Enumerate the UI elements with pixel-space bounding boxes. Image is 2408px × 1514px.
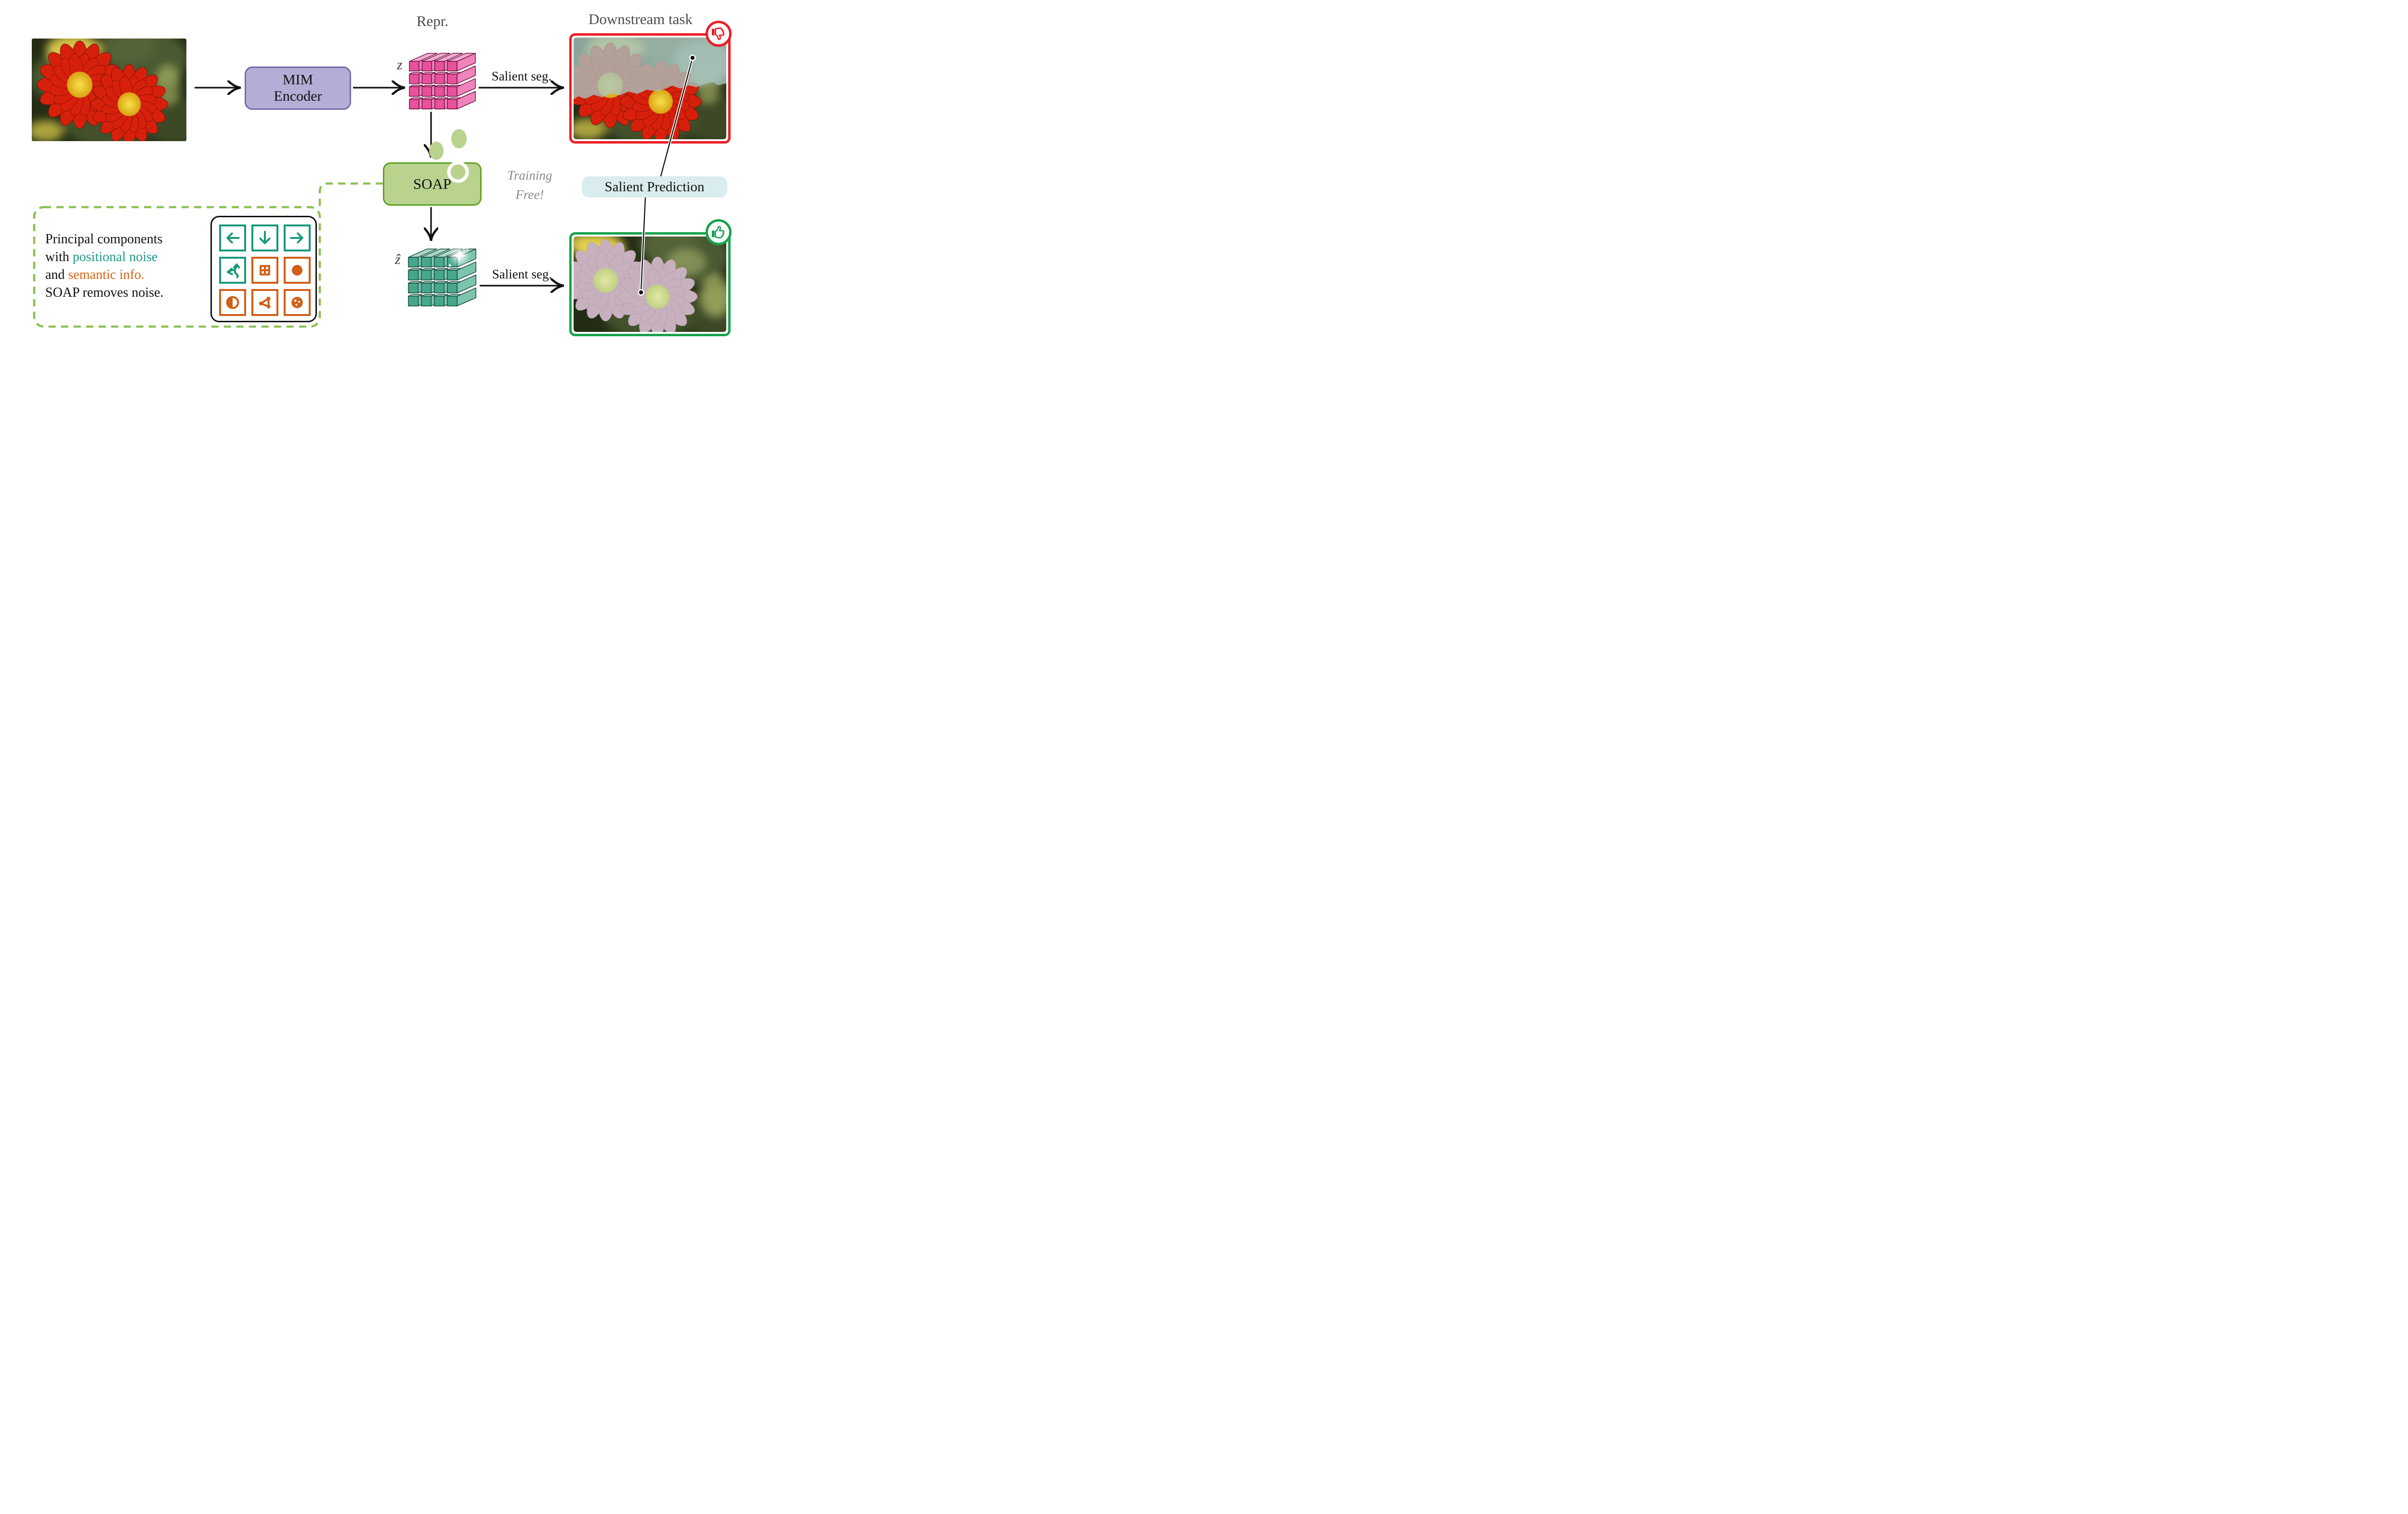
grid-icon-cell	[251, 257, 278, 284]
grid-icon	[260, 265, 270, 276]
thumbs-down-icon	[706, 21, 732, 47]
route-arrow-icon-cell	[219, 257, 246, 284]
good-result-photo	[574, 237, 726, 332]
arrow-down-icon-cell	[251, 224, 278, 251]
note-line: and semantic info.	[45, 266, 209, 284]
note-line: SOAP removes noise.	[45, 284, 209, 302]
graph-triangle-icon	[259, 296, 271, 309]
salient-prediction-pill: Salient Prediction	[582, 176, 727, 197]
arrow-right-icon	[290, 232, 303, 244]
note-segment: and	[45, 267, 68, 282]
principal-components-icon-grid	[210, 216, 317, 322]
soap-label: SOAP	[413, 175, 452, 193]
note-segment: semantic info.	[68, 267, 145, 282]
bad-result-photo	[574, 38, 726, 139]
arrow-left-icon-cell	[219, 224, 246, 251]
salient-seg-label-bottom: Salient seg.	[492, 267, 552, 281]
training-free-line2: Free!	[515, 187, 544, 202]
input-flowers-image	[32, 39, 186, 141]
contrast-icon-cell	[219, 289, 246, 316]
salient-seg-label-top: Salient seg.	[491, 69, 552, 83]
figure-canvas: MIM Encoder Repr. z Salient seg. Downstr…	[0, 0, 740, 343]
dashed-connector	[318, 182, 383, 207]
soap-box: SOAP	[383, 162, 482, 206]
note-line: Principal components	[45, 230, 209, 248]
good-result-frame	[569, 232, 731, 336]
arrow-down-icon	[259, 231, 271, 244]
filled-circle-icon-cell	[284, 257, 311, 284]
note-segment: positional noise	[72, 250, 158, 264]
cookie-icon	[291, 297, 303, 308]
contrast-icon	[226, 296, 239, 309]
mim-encoder-label-line1: MIM	[282, 71, 314, 88]
mim-encoder-label-line2: Encoder	[274, 88, 322, 104]
arrow-right-icon-cell	[284, 224, 311, 251]
salient-prediction-label: Salient Prediction	[604, 179, 705, 195]
bad-segmentation-image	[574, 38, 726, 139]
bad-result-frame	[569, 33, 731, 144]
downstream-task-label: Downstream task	[588, 11, 693, 27]
note-segment: with	[45, 250, 73, 264]
cookie-icon-cell	[284, 289, 311, 316]
input-photo	[32, 39, 186, 141]
thumbs-up-icon	[706, 219, 732, 245]
good-segmentation-image	[574, 237, 726, 332]
representation-z-cube	[409, 53, 476, 110]
z-hat-label: ẑ	[395, 251, 401, 267]
note-line: with positional noise	[45, 248, 209, 266]
route-arrow-icon	[226, 263, 240, 278]
training-free-line1: Training	[507, 168, 552, 183]
note-segment: SOAP removes noise.	[45, 285, 164, 300]
bubble-icon	[451, 129, 467, 148]
z-label: z	[397, 57, 403, 73]
training-free-note: Training Free!	[491, 166, 568, 204]
filled-circle-icon	[291, 264, 303, 276]
graph-triangle-icon-cell	[251, 289, 278, 316]
arrow-left-icon	[226, 232, 240, 244]
note-segment: Principal components	[45, 232, 163, 247]
mim-encoder-box: MIM Encoder	[245, 66, 351, 110]
repr-label: Repr.	[416, 13, 449, 29]
bubble-icon	[429, 142, 444, 160]
denoised-z-hat-cube	[408, 245, 476, 306]
